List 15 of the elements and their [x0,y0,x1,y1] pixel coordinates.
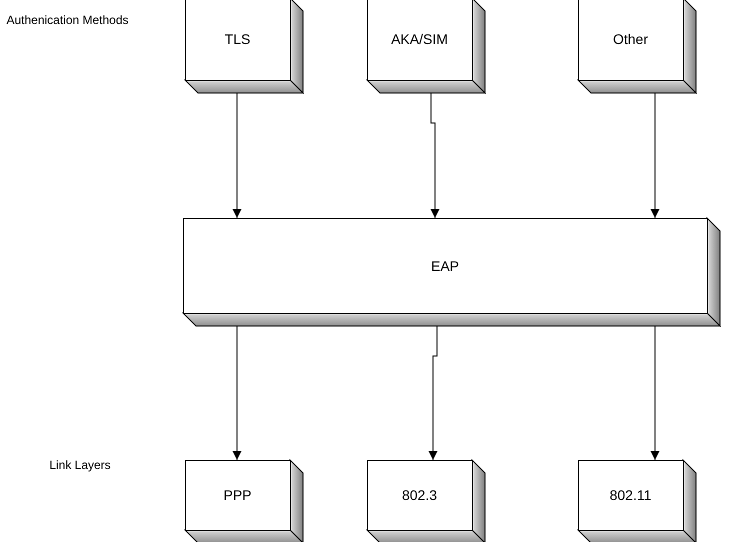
arrow [232,92,242,218]
arrow [430,92,440,218]
arrow [232,326,242,460]
row-label: Link Layers [48,457,112,474]
box-label: PPP [223,487,252,503]
row-label: Authenication Methods [5,12,130,29]
box-label: 802.11 [610,487,652,503]
box-label: TLS [224,31,250,47]
box-label: EAP [430,258,459,274]
box-label: AKA/SIM [391,31,448,47]
arrow [650,92,660,218]
box-label: 802.3 [402,487,438,503]
box-label: Other [612,31,648,47]
arrow [650,326,660,460]
arrow [428,326,438,460]
